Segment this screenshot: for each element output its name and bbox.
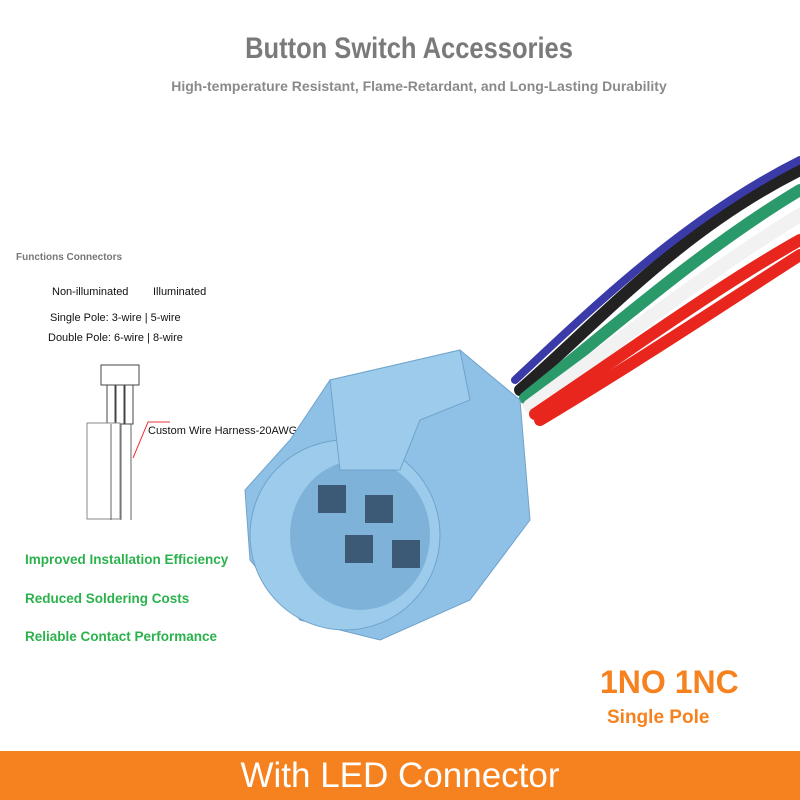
feature-contact-performance: Reliable Contact Performance	[25, 629, 218, 644]
double-pole-spec: Double Pole: 6-wire | 8-wire	[48, 332, 183, 344]
feature-installation-efficiency: Improved Installation Efficiency	[25, 552, 229, 567]
column-label-non-illuminated: Non-illuminated	[52, 286, 129, 298]
wire-harness-callout: Custom Wire Harness-20AWG	[148, 425, 298, 437]
page-title: Button Switch Accessories	[245, 32, 573, 65]
wire-harness-diagram	[86, 364, 170, 520]
column-label-illuminated: Illuminated	[153, 286, 207, 298]
page-subtitle: High-temperature Resistant, Flame-Retard…	[171, 78, 667, 94]
diagram-heading: Functions Connectors	[16, 252, 123, 263]
contact-configuration: 1NO 1NC	[600, 664, 739, 700]
connector-product-image	[244, 156, 800, 641]
feature-soldering-costs: Reduced Soldering Costs	[25, 591, 190, 606]
bottom-banner: With LED Connector	[0, 751, 800, 800]
single-pole-spec: Single Pole: 3-wire | 5-wire	[50, 312, 181, 324]
pole-type: Single Pole	[607, 707, 710, 728]
